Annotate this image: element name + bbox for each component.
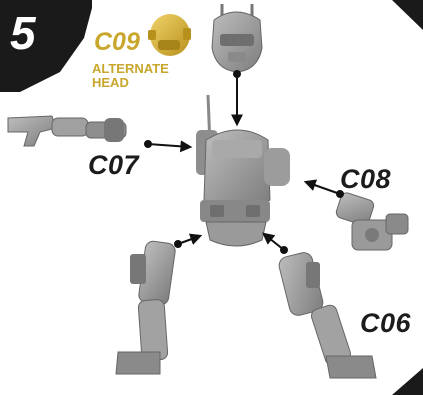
left-arm-part [8,116,126,146]
right-arm-part [335,191,408,250]
arrow-left-arm [148,144,190,147]
corner-top-right [392,0,423,30]
alt-head-label-line1: ALTERNATE [92,62,169,76]
step-number: 5 [10,6,36,60]
legs-code: C06 [360,308,411,339]
alternate-head-part [148,14,191,56]
right-arm-code: C08 [340,164,391,195]
alt-head-label-line2: HEAD [92,76,129,90]
corner-bottom-right [392,368,423,395]
left-leg-part [116,240,176,374]
alt-head-code: C09 [94,28,140,57]
helmet-head-part [212,4,262,72]
arrow-right-arm [306,182,340,194]
left-arm-code: C07 [88,150,139,181]
torso-part [196,95,290,246]
